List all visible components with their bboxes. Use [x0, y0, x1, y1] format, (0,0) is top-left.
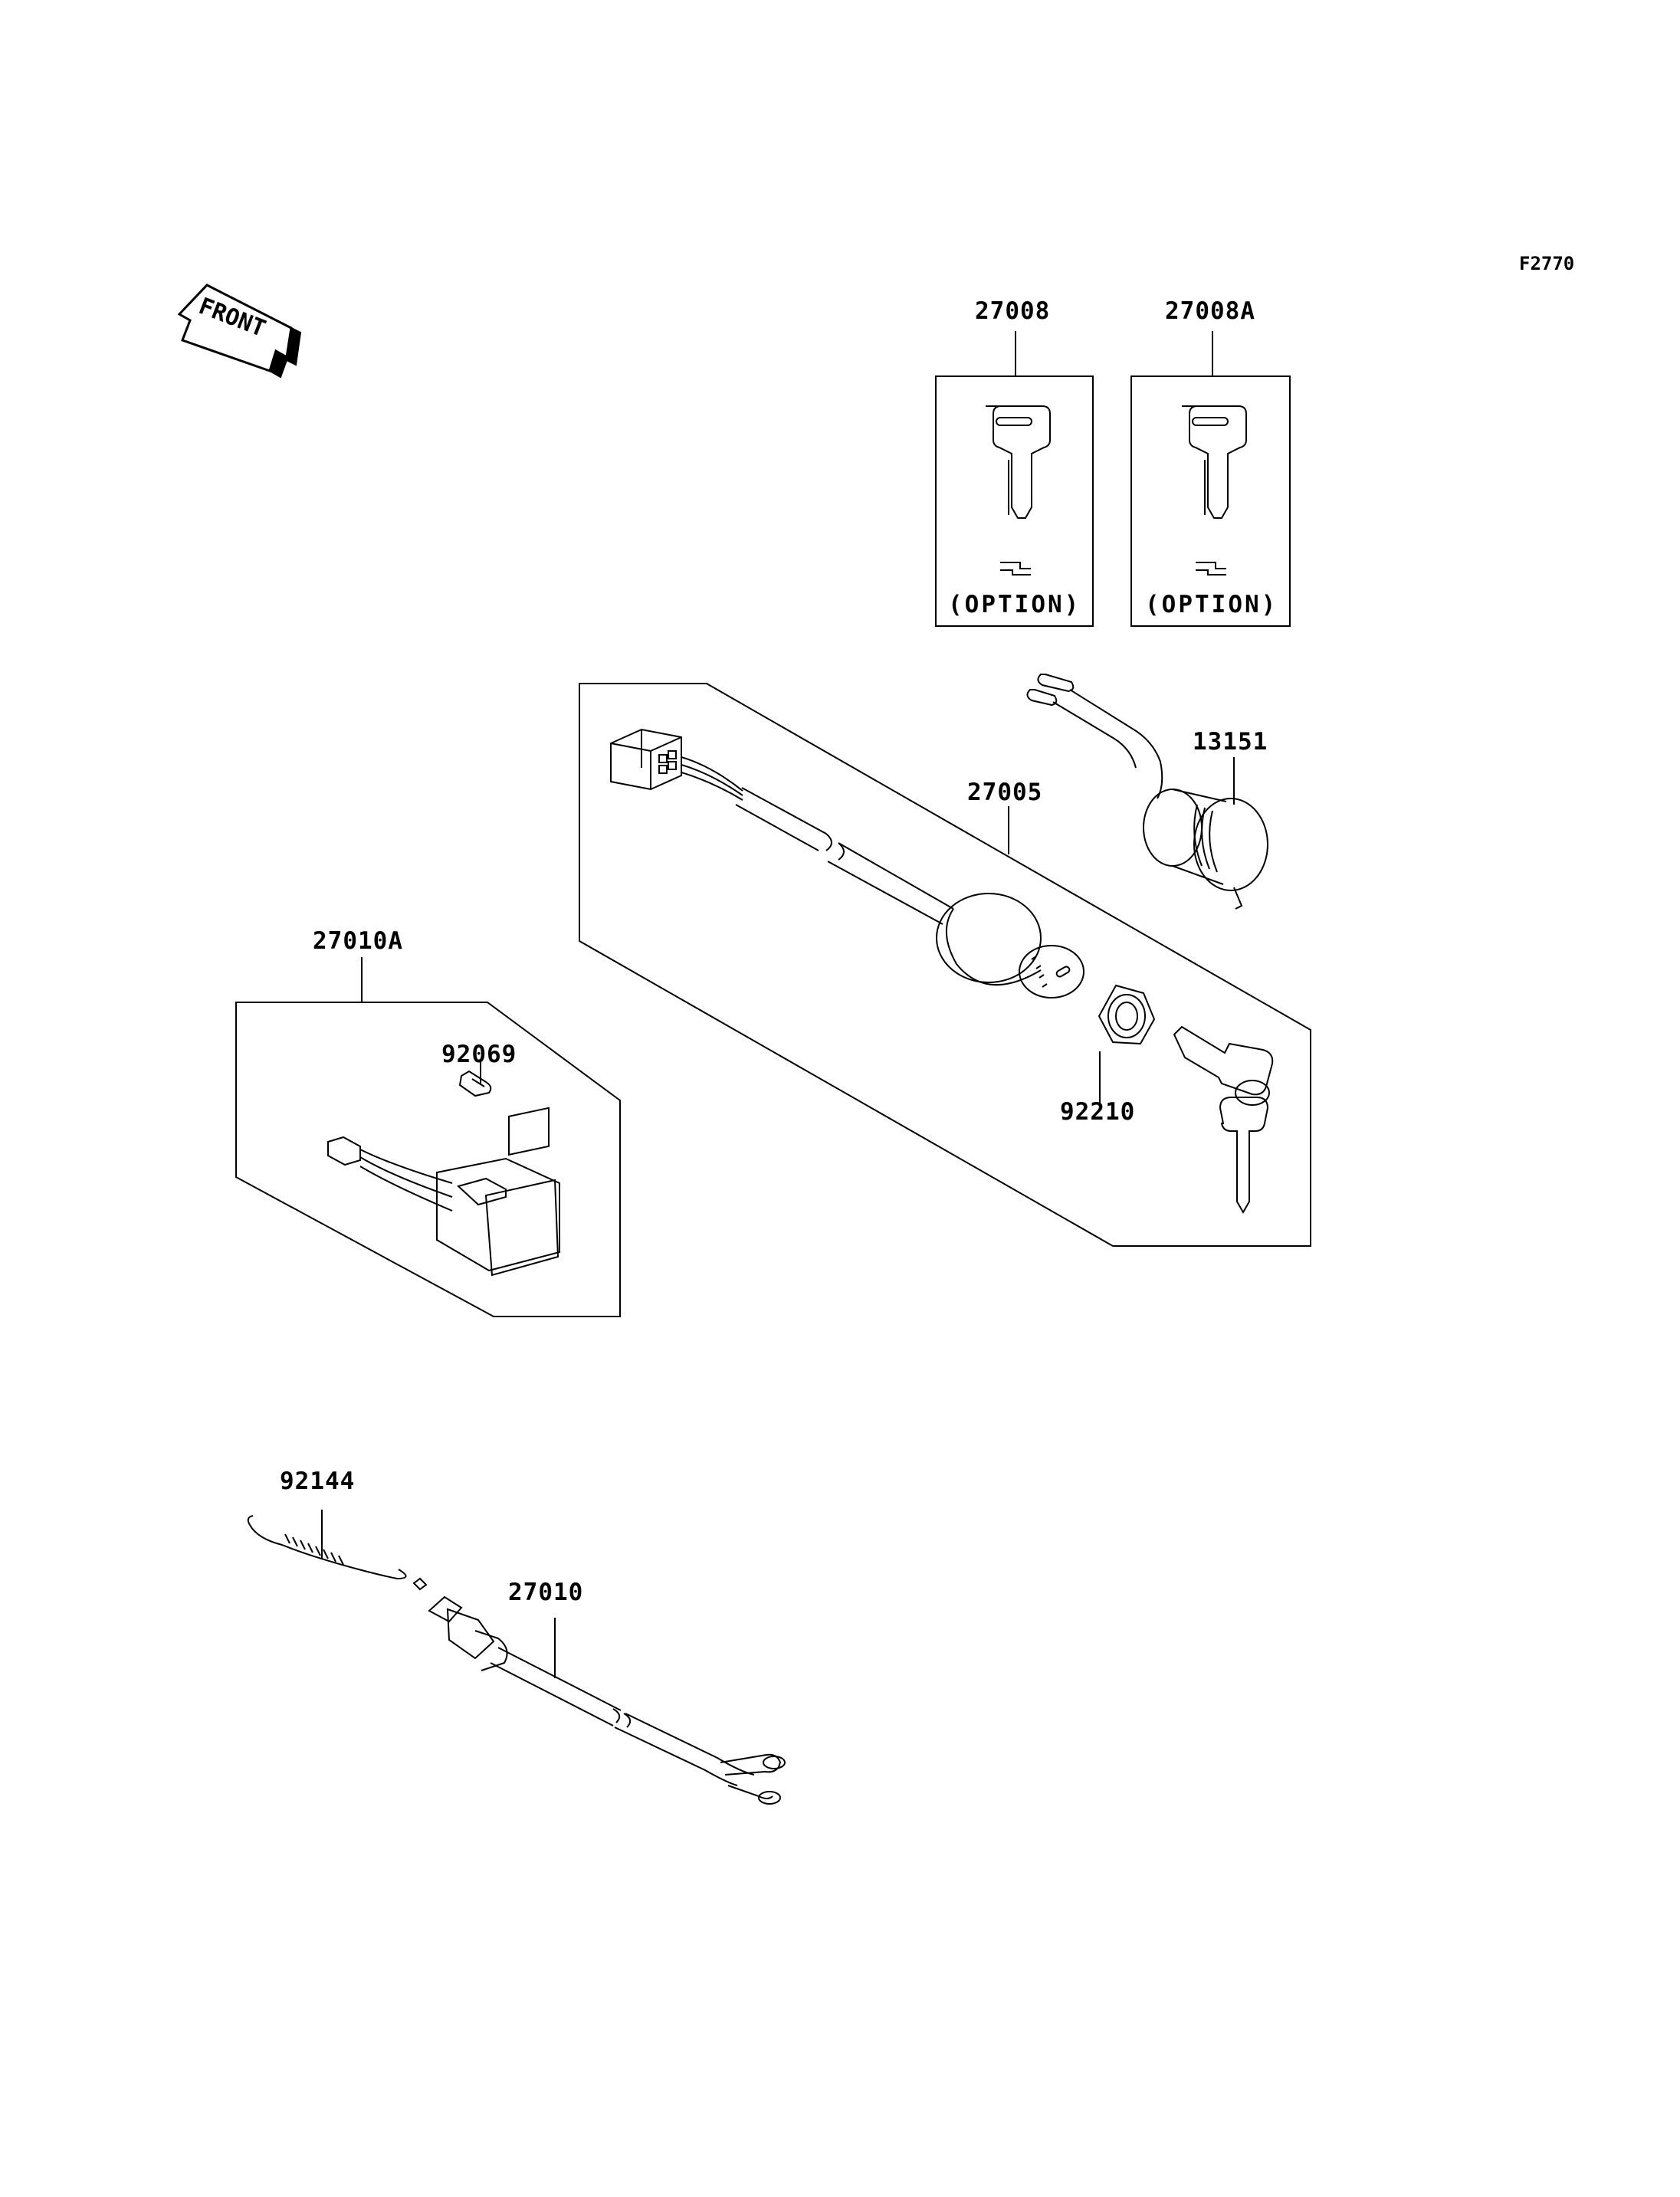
part-label-27010: 27010 — [508, 1579, 584, 1606]
part-label-92069: 92069 — [441, 1041, 517, 1068]
part-label-27005: 27005 — [967, 779, 1043, 806]
key-icon — [986, 406, 1050, 575]
key-icon — [1174, 1027, 1272, 1212]
key-icon — [1182, 406, 1246, 575]
option-note-1: (OPTION) — [948, 591, 1081, 618]
spring-icon — [248, 1516, 426, 1589]
option-key-box-1 — [936, 376, 1093, 626]
part-label-92144: 92144 — [280, 1467, 356, 1495]
figure-number: F2770 — [1519, 253, 1575, 274]
option-key-box-2 — [1131, 376, 1290, 626]
indicator-switch-icon — [328, 1108, 559, 1275]
bulb-icon — [460, 1071, 491, 1096]
part-label-27008A: 27008A — [1165, 297, 1255, 325]
part-label-92210: 92210 — [1060, 1098, 1136, 1126]
ignition-switch-icon — [611, 730, 1084, 998]
indicator-switch-box — [236, 1002, 620, 1317]
part-label-27008: 27008 — [975, 297, 1051, 325]
front-arrow-icon: FRONT — [179, 285, 300, 377]
ignition-switch-box — [579, 684, 1311, 1246]
lock-nut-icon — [1099, 985, 1154, 1044]
part-label-27010A: 27010A — [313, 927, 403, 955]
plunger-switch-icon — [429, 1597, 785, 1804]
part-label-13151: 13151 — [1193, 728, 1268, 756]
lock-barrel-icon — [1027, 674, 1268, 909]
option-note-2: (OPTION) — [1145, 591, 1278, 618]
